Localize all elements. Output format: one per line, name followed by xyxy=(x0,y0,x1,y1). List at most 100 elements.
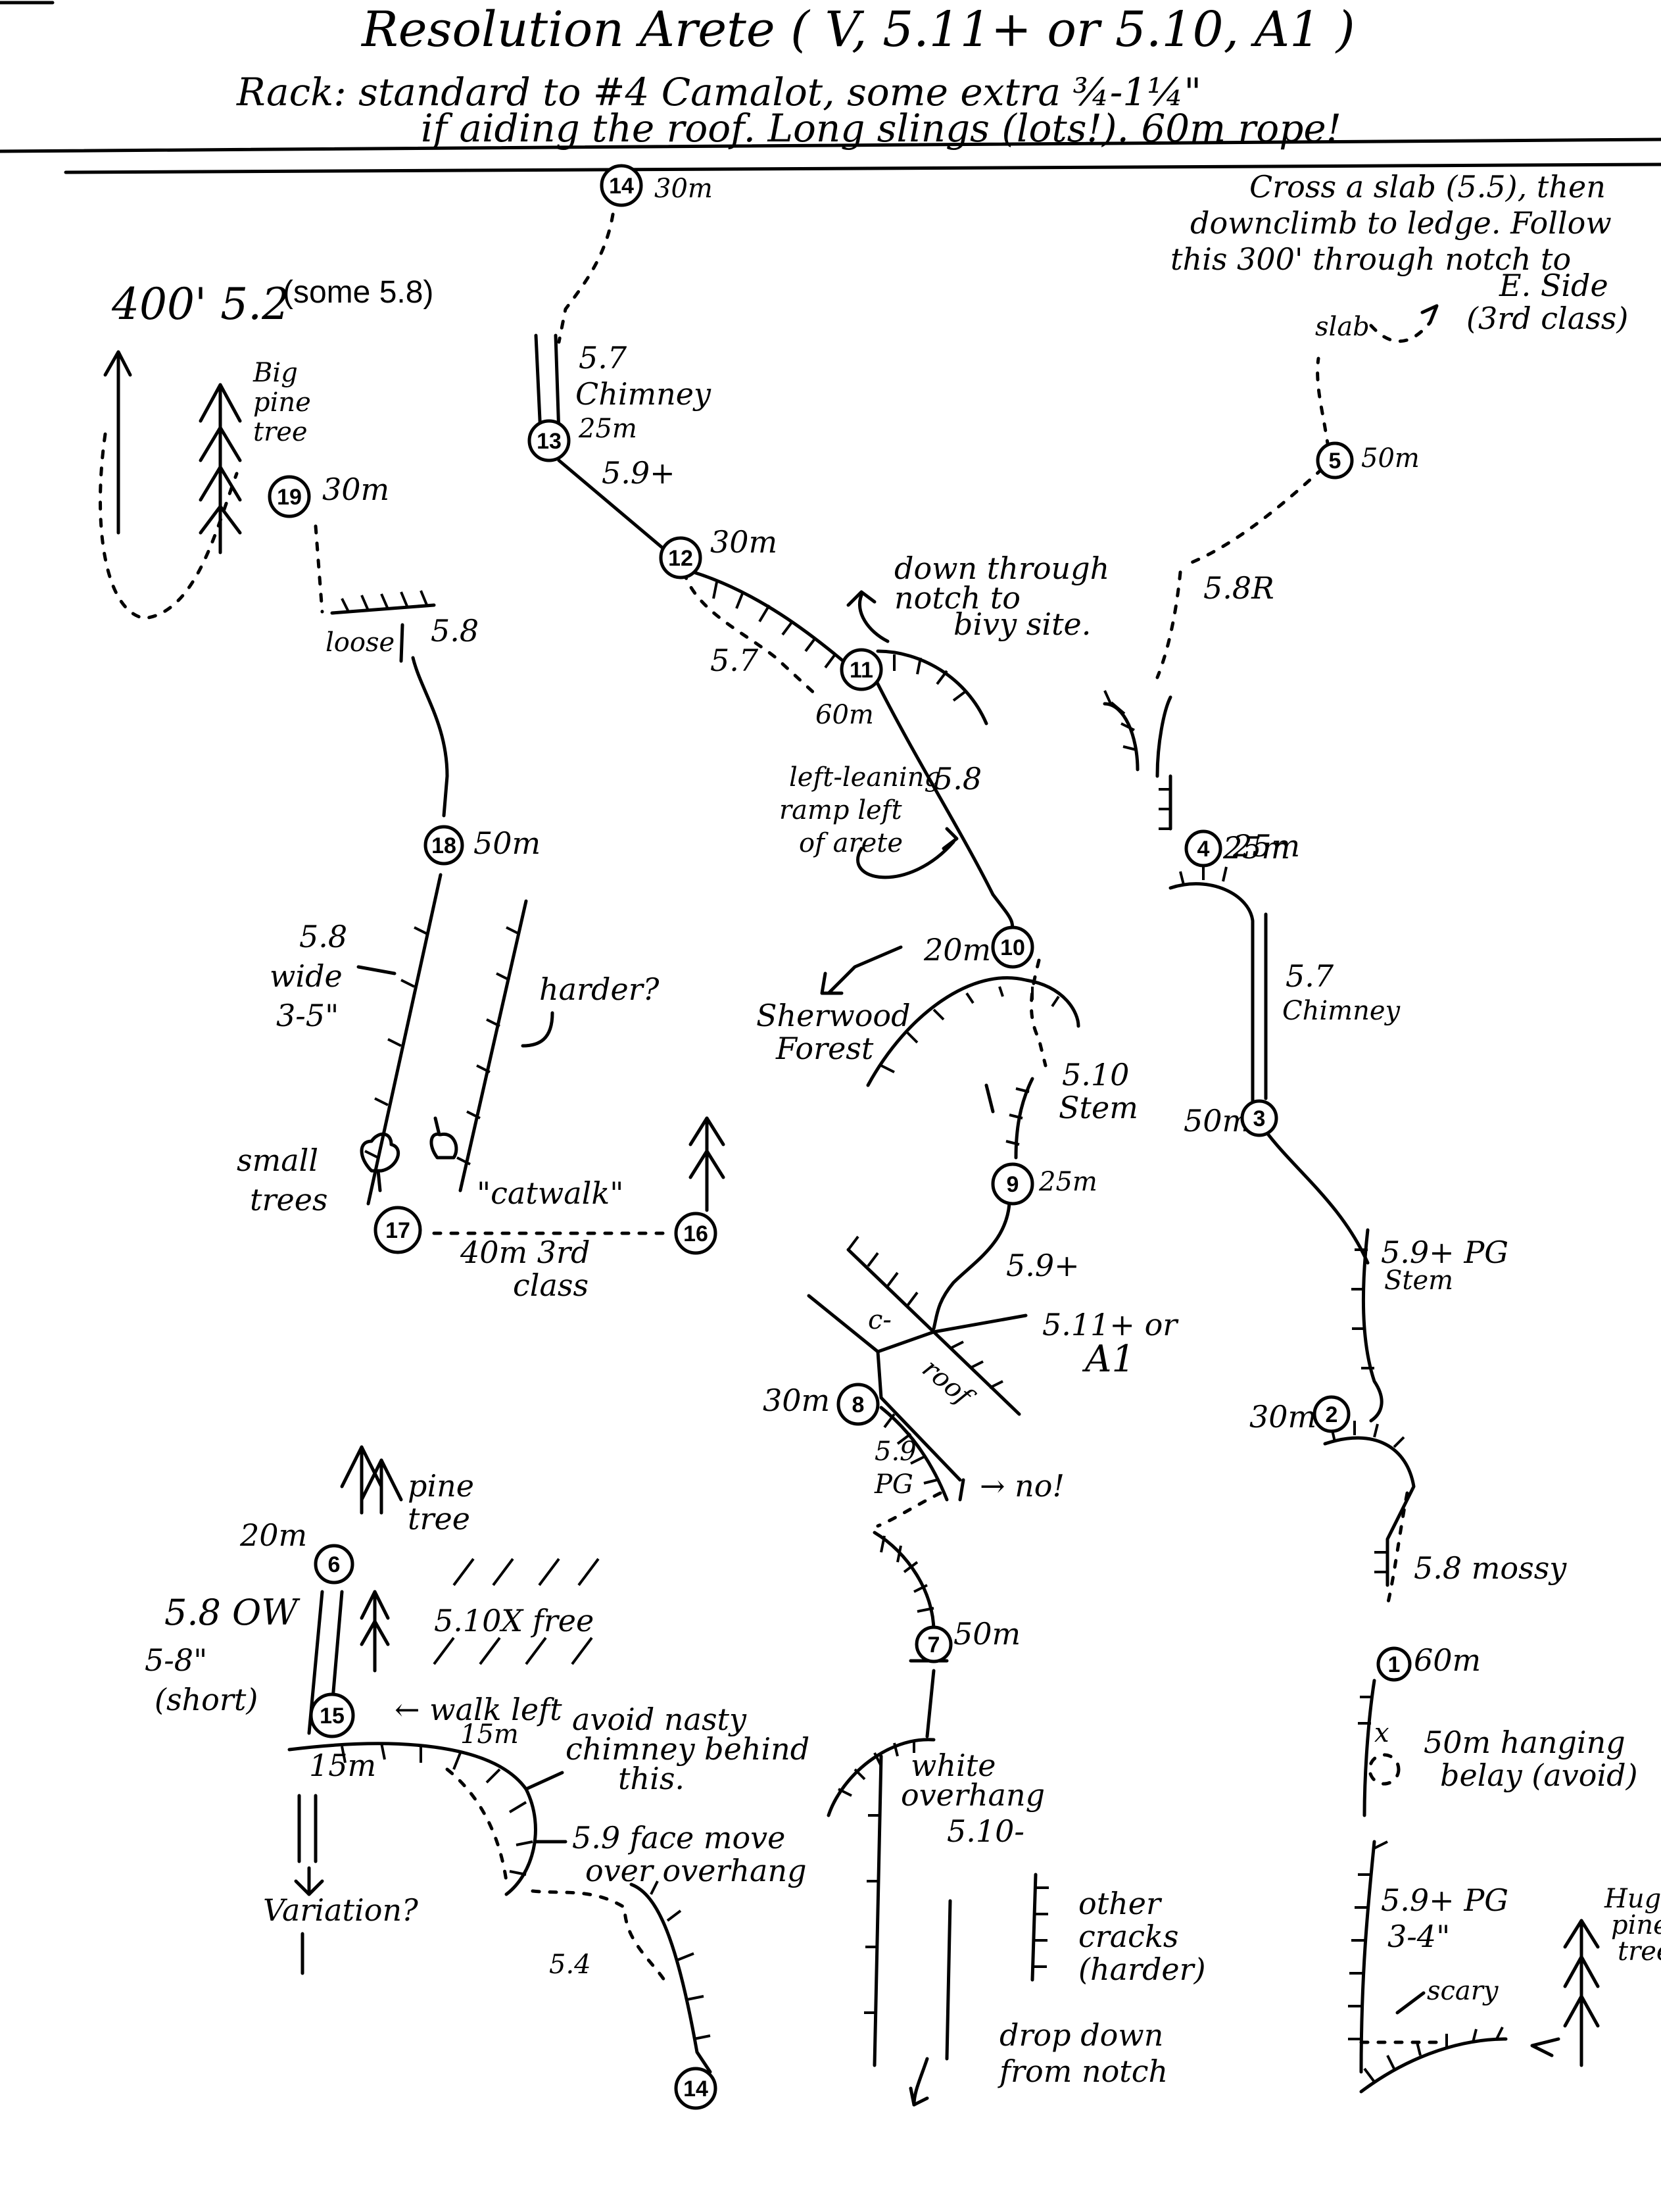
pine-tree-icon xyxy=(340,1445,403,1515)
belay-5: 5 50m xyxy=(1316,441,1420,479)
belay-9: 9 xyxy=(991,1162,1034,1206)
svg-text:30m: 30m xyxy=(322,472,389,507)
belay-15: 15 xyxy=(309,1692,355,1738)
svg-text:60m: 60m xyxy=(815,700,874,730)
pitch-1-line xyxy=(1359,1840,1376,2074)
hard-free-label: 5.10X free xyxy=(434,1603,594,1638)
pitch-8-line xyxy=(873,1531,936,1633)
pine-tree-icon xyxy=(688,1116,725,1212)
svg-text:Cross a slab (5.5), then: Cross a slab (5.5), then xyxy=(1249,169,1606,205)
svg-text:19: 19 xyxy=(277,485,302,510)
svg-text:c-: c- xyxy=(868,1305,892,1335)
approach-dashed-path xyxy=(99,432,239,620)
svg-text:Forest: Forest xyxy=(775,1031,874,1066)
white-overhang xyxy=(827,1738,936,1817)
svg-text:5.9: 5.9 xyxy=(875,1437,917,1467)
svg-text:50m: 50m xyxy=(473,825,541,861)
svg-text:PG: PG xyxy=(874,1469,913,1500)
belay-18: 18 50m xyxy=(423,825,541,866)
svg-text:14: 14 xyxy=(683,2077,708,2101)
roof-10 xyxy=(866,976,1080,1087)
svg-text:50m: 50m xyxy=(1184,1103,1251,1139)
face-hatching xyxy=(433,1558,600,1665)
svg-text:25m: 25m xyxy=(1222,830,1290,866)
svg-text:50m: 50m xyxy=(953,1616,1021,1652)
wide-crack xyxy=(366,873,443,1206)
svg-text:from notch: from notch xyxy=(998,2053,1168,2089)
svg-text:pine: pine xyxy=(408,1468,474,1504)
pitch-19-line xyxy=(314,524,324,614)
svg-text:13: 13 xyxy=(537,429,562,454)
svg-text:30m: 30m xyxy=(1249,1399,1316,1435)
belay-12: 12 30m xyxy=(659,524,777,579)
svg-text:pine: pine xyxy=(1611,1910,1661,1940)
svg-text:E. Side: E. Side xyxy=(1499,268,1608,303)
svg-text:3: 3 xyxy=(1253,1106,1266,1131)
svg-text:Sherwood: Sherwood xyxy=(756,998,911,1033)
pitch-5-line xyxy=(1182,455,1337,568)
harder-crack xyxy=(458,899,528,1192)
svg-text:4: 4 xyxy=(1197,837,1210,862)
arrow-head xyxy=(103,350,132,377)
belay-7: 7 xyxy=(915,1625,953,1663)
no-label: → no! xyxy=(980,1468,1065,1504)
svg-text:6: 6 xyxy=(328,1552,341,1577)
slab-path xyxy=(1369,320,1432,343)
svg-text:Stem: Stem xyxy=(1059,1090,1138,1125)
svg-text:this.: this. xyxy=(618,1761,685,1796)
small-tree-icon xyxy=(360,1116,458,1192)
svg-text:x: x xyxy=(1374,1718,1389,1748)
svg-text:5.9 face move: 5.9 face move xyxy=(572,1820,785,1856)
svg-text:ramp left: ramp left xyxy=(779,795,902,825)
pitch-2-line xyxy=(1323,1436,1416,1587)
exit-notes: Cross a slab (5.5), then downclimb to le… xyxy=(1170,169,1628,343)
svg-text:5.4: 5.4 xyxy=(549,1950,591,1980)
svg-text:30m: 30m xyxy=(710,524,777,560)
svg-text:25m: 25m xyxy=(1038,1167,1097,1197)
svg-text:15m: 15m xyxy=(309,1748,376,1783)
belay-16: 16 xyxy=(674,1212,717,1255)
chimney-4-left xyxy=(1168,882,1255,1120)
svg-text:50m: 50m xyxy=(1361,443,1420,474)
svg-text:downclimb to ledge. Follow: downclimb to ledge. Follow xyxy=(1190,205,1612,241)
svg-text:(short): (short) xyxy=(155,1682,258,1717)
svg-text:tree: tree xyxy=(1618,1936,1661,1967)
svg-text:1: 1 xyxy=(1388,1652,1401,1677)
svg-text:notch to: notch to xyxy=(894,580,1021,616)
svg-text:5.11+ or: 5.11+ or xyxy=(1042,1307,1179,1342)
belay-2: 2 xyxy=(1312,1395,1351,1433)
variation-label: Variation? xyxy=(263,1892,418,1928)
belay-6: 6 20m xyxy=(239,1517,354,1585)
belay-4: 4 25m xyxy=(1184,828,1300,868)
pine-tree-icon xyxy=(199,383,242,554)
roof-label: roof xyxy=(917,1353,980,1413)
pitch-7-crack xyxy=(873,1754,883,2067)
belay-19: 19 30m xyxy=(268,472,389,518)
belay-14-top: 14 30m xyxy=(600,164,713,207)
pitch-11-line xyxy=(873,676,1015,943)
svg-text:overhang: overhang xyxy=(901,1777,1045,1813)
svg-text:40m 3rd: 40m 3rd xyxy=(460,1235,590,1270)
belay-11: 11 xyxy=(840,648,883,691)
pitch-14-line xyxy=(557,195,617,344)
svg-text:60m: 60m xyxy=(1414,1642,1481,1678)
svg-text:7: 7 xyxy=(928,1633,940,1658)
belay-8: 8 xyxy=(836,1383,880,1426)
svg-text:9: 9 xyxy=(1007,1172,1019,1197)
overhang-arc xyxy=(287,1742,537,1896)
svg-text:5.8 mossy: 5.8 mossy xyxy=(1414,1550,1567,1586)
slab-arrow xyxy=(1420,304,1439,324)
harder-label: harder? xyxy=(539,971,660,1007)
svg-text:11: 11 xyxy=(850,658,873,683)
other-crack-2 xyxy=(1030,1873,1038,1982)
belay-14-bottom: 14 xyxy=(674,2067,717,2110)
svg-text:(3rd class): (3rd class) xyxy=(1466,301,1628,336)
svg-text:12: 12 xyxy=(668,546,693,571)
svg-text:(harder): (harder) xyxy=(1078,1952,1206,1987)
chimney-13-left xyxy=(534,333,542,436)
pitch-13-line xyxy=(557,458,666,551)
svg-text:8: 8 xyxy=(852,1392,865,1417)
svg-text:25m: 25m xyxy=(1232,828,1300,864)
svg-text:Stem: Stem xyxy=(1384,1266,1453,1296)
huge-pine-tree-icon xyxy=(1563,1919,1600,2067)
